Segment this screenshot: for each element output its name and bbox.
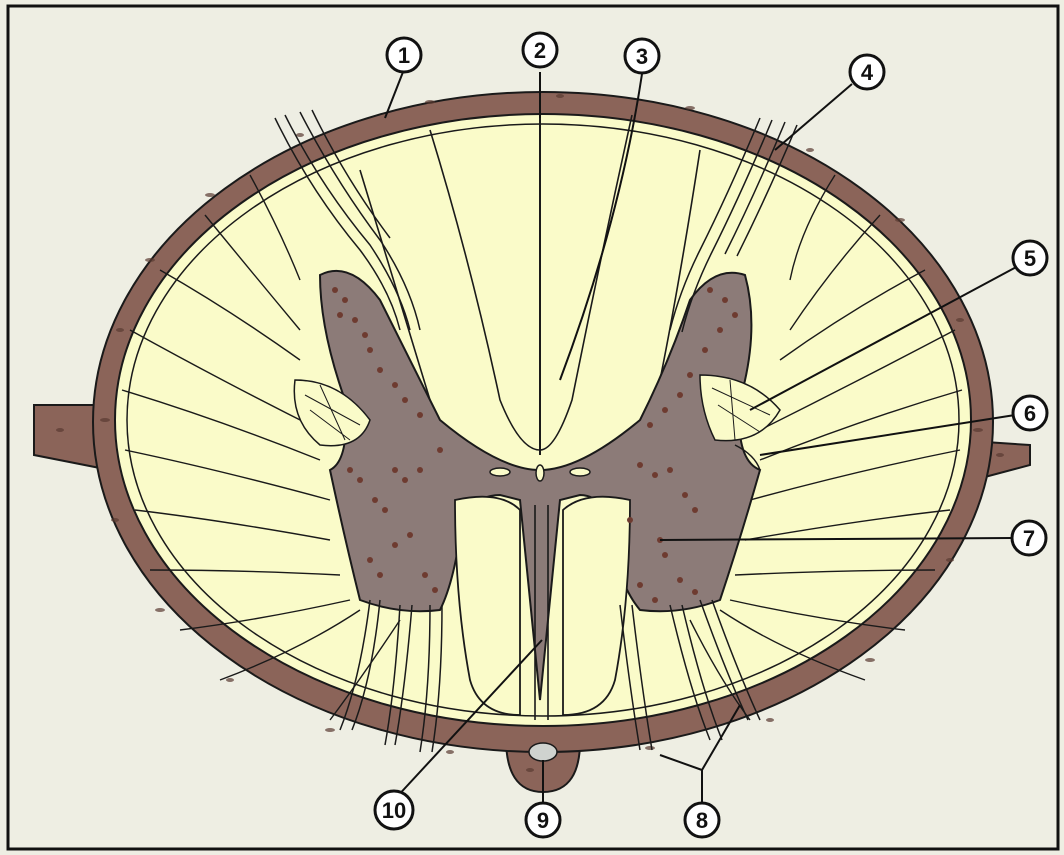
callout-7: 7 bbox=[1012, 521, 1046, 555]
callout-8: 8 bbox=[685, 803, 719, 837]
svg-text:8: 8 bbox=[696, 808, 708, 833]
callout-5: 5 bbox=[1013, 241, 1047, 275]
svg-text:4: 4 bbox=[861, 60, 874, 85]
svg-text:10: 10 bbox=[382, 798, 406, 823]
svg-text:5: 5 bbox=[1024, 246, 1036, 271]
callout-6: 6 bbox=[1013, 396, 1047, 430]
svg-text:9: 9 bbox=[537, 808, 549, 833]
callout-2: 2 bbox=[523, 33, 557, 67]
callout-1: 1 bbox=[387, 38, 421, 72]
anterior-spinal-artery bbox=[529, 743, 557, 761]
svg-text:7: 7 bbox=[1023, 526, 1035, 551]
svg-text:6: 6 bbox=[1024, 401, 1036, 426]
svg-text:3: 3 bbox=[636, 44, 648, 69]
svg-text:2: 2 bbox=[534, 38, 546, 63]
callout-3: 3 bbox=[625, 39, 659, 73]
callout-4: 4 bbox=[850, 55, 884, 89]
svg-text:1: 1 bbox=[398, 43, 410, 68]
callout-10: 10 bbox=[375, 791, 413, 829]
callout-9: 9 bbox=[526, 803, 560, 837]
